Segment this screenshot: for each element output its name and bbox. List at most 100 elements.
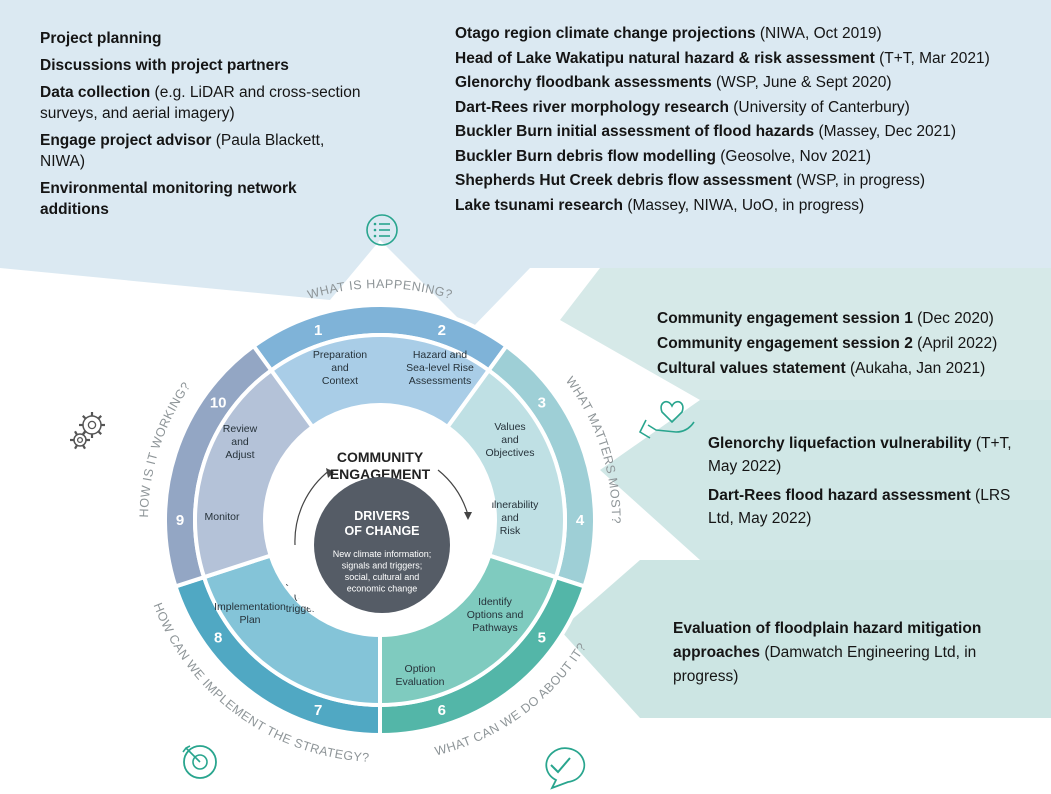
liquefaction-panel xyxy=(600,400,1051,560)
drivers-of-change-text: signals and triggers; xyxy=(342,561,423,571)
step-number: 4 xyxy=(576,512,585,529)
gears-icon xyxy=(70,412,105,450)
top-right-list-item-detail: (WSP, June & Sept 2020) xyxy=(711,74,892,91)
top-right-list-item-title: Otago region climate change projections xyxy=(455,25,756,42)
checkmark-bubble-icon xyxy=(545,747,586,790)
cycle-arrow-left xyxy=(294,469,331,546)
top-right-list-item-detail: (Massey, Dec 2021) xyxy=(814,123,957,140)
options-list-item-title: Evaluation of floodplain hazard mitigati… xyxy=(673,620,982,661)
engagement-list-item-detail: (Aukaha, Jan 2021) xyxy=(845,360,986,377)
top-right-list-item: Otago region climate change projections … xyxy=(455,22,1045,47)
arrow-head xyxy=(326,468,334,478)
step-number: 6 xyxy=(438,702,446,719)
step-label: Monitor xyxy=(204,511,240,523)
top-right-list: Otago region climate change projections … xyxy=(455,22,1045,218)
liquefaction-list-item-detail: (LRS Ltd, May 2022) xyxy=(708,487,1011,527)
hand-heart-icon xyxy=(638,400,695,439)
liquefaction-list-item-title: Dart-Rees flood hazard assessment xyxy=(708,487,971,504)
top-left-list-item-title: Project planning xyxy=(40,30,162,47)
step-number: 3 xyxy=(538,394,546,411)
engagement-list-item: Community engagement session 1 (Dec 2020… xyxy=(657,306,1047,331)
top-left-list-item-title: Discussions with project partners xyxy=(40,57,289,74)
step-number: 8 xyxy=(214,630,222,647)
top-right-list-item: Dart-Rees river morphology research (Uni… xyxy=(455,96,1045,121)
background-panels xyxy=(0,0,1051,718)
community-engagement-label: COMMUNITY xyxy=(337,449,424,465)
top-right-list-item-detail: (University of Canterbury) xyxy=(728,98,910,116)
engagement-panel xyxy=(560,268,1051,400)
top-left-panel-tail xyxy=(0,240,380,300)
top-left-list-item-detail: (e.g. LiDAR and cross-section surveys, a… xyxy=(40,84,361,122)
target-arrow-icon xyxy=(182,745,217,779)
engagement-list-item-detail: (April 2022) xyxy=(912,335,998,352)
engagement-list-item-title: Community engagement session 1 xyxy=(657,310,913,327)
options-list-item: Evaluation of floodplain hazard mitigati… xyxy=(673,617,1028,689)
liquefaction-list-item-title: Glenorchy liquefaction vulnerability xyxy=(708,435,972,452)
icons xyxy=(70,214,695,790)
drivers-of-change-text: economic change xyxy=(347,584,418,594)
top-right-list-item: Head of Lake Wakatipu natural hazard & r… xyxy=(455,47,1045,72)
top-left-list-item-title: Engage project advisor xyxy=(40,132,212,149)
top-right-list-item: Shepherds Hut Creek debris flow assessme… xyxy=(455,169,1045,194)
top-left-list-item: Discussions with project partners xyxy=(40,55,365,76)
top-left-list-item: Environmental monitoring network additio… xyxy=(40,178,365,220)
drivers-of-change-text: social, cultural and xyxy=(345,572,420,582)
inner-segment-5 xyxy=(193,367,316,580)
step-number: 5 xyxy=(538,630,546,647)
list-icon xyxy=(366,214,398,246)
drivers-of-change-text: New climate information; xyxy=(333,549,432,559)
top-right-list-item: Buckler Burn debris flow modelling (Geos… xyxy=(455,145,1045,170)
engagement-list: Community engagement session 1 (Dec 2020… xyxy=(657,306,1047,381)
top-right-list-item-title: Dart-Rees river morphology research xyxy=(455,98,729,116)
step-number: 1 xyxy=(314,322,322,339)
top-left-list-item: Project planning xyxy=(40,28,365,49)
step-number: 2 xyxy=(438,322,446,339)
top-panel xyxy=(0,0,1051,330)
drivers-of-change-title: OF CHANGE xyxy=(345,524,420,538)
cycle-arrow-right xyxy=(437,469,469,516)
liquefaction-list-item: Glenorchy liquefaction vulnerability (T+… xyxy=(708,432,1038,478)
top-right-list-item-detail: (NIWA, Oct 2019) xyxy=(755,25,882,42)
step-number: 7 xyxy=(314,702,322,719)
options-list-item-detail: (Damwatch Engineering Ltd, in progress) xyxy=(673,644,977,685)
top-right-list-item-title: Head of Lake Wakatipu natural hazard & r… xyxy=(455,49,875,67)
top-right-list-item-detail: (T+T, Mar 2021) xyxy=(874,49,990,67)
top-left-list-item-detail: (Paula Blackett, NIWA) xyxy=(40,132,325,170)
step-number: 10 xyxy=(210,394,227,411)
top-right-list-item-title: Buckler Burn debris flow modelling xyxy=(455,147,716,165)
top-left-list-item: Engage project advisor (Paula Blackett, … xyxy=(40,130,365,172)
liquefaction-list-item-detail: (T+T, May 2022) xyxy=(708,435,1012,475)
top-right-list-item-detail: (Massey, NIWA, UoO, in progress) xyxy=(623,196,865,214)
top-right-list-item-title: Shepherds Hut Creek debris flow assessme… xyxy=(455,172,792,189)
options-panel xyxy=(560,560,1051,718)
drivers-of-change-disc xyxy=(314,477,450,613)
top-left-list-item-title: Environmental monitoring network additio… xyxy=(40,180,297,218)
engagement-list-item-title: Cultural values statement xyxy=(657,360,846,377)
step-number: 9 xyxy=(176,512,184,529)
liquefaction-list-item: Dart-Rees flood hazard assessment (LRS L… xyxy=(708,484,1038,530)
engagement-list-item: Community engagement session 2 (April 20… xyxy=(657,331,1047,356)
top-right-list-item-title: Lake tsunami research xyxy=(455,196,624,214)
engagement-list-item-title: Community engagement session 2 xyxy=(657,335,913,352)
engagement-list-item-detail: (Dec 2020) xyxy=(912,310,994,327)
engagement-list-item: Cultural values statement (Aukaha, Jan 2… xyxy=(657,356,1047,381)
community-engagement-label: ENGAGEMENT xyxy=(330,466,431,482)
options-list: Evaluation of floodplain hazard mitigati… xyxy=(673,617,1028,689)
liquefaction-list: Glenorchy liquefaction vulnerability (T+… xyxy=(708,432,1038,536)
top-right-list-item-detail: (WSP, in progress) xyxy=(791,172,926,189)
arrow-head xyxy=(464,512,472,520)
top-right-list-item-title: Glenorchy floodbank assessments xyxy=(455,74,712,91)
drivers-of-change-title: DRIVERS xyxy=(354,509,410,523)
top-right-list-item-title: Buckler Burn initial assessment of flood… xyxy=(455,123,815,140)
top-right-list-item: Glenorchy floodbank assessments (WSP, Ju… xyxy=(455,71,1045,96)
